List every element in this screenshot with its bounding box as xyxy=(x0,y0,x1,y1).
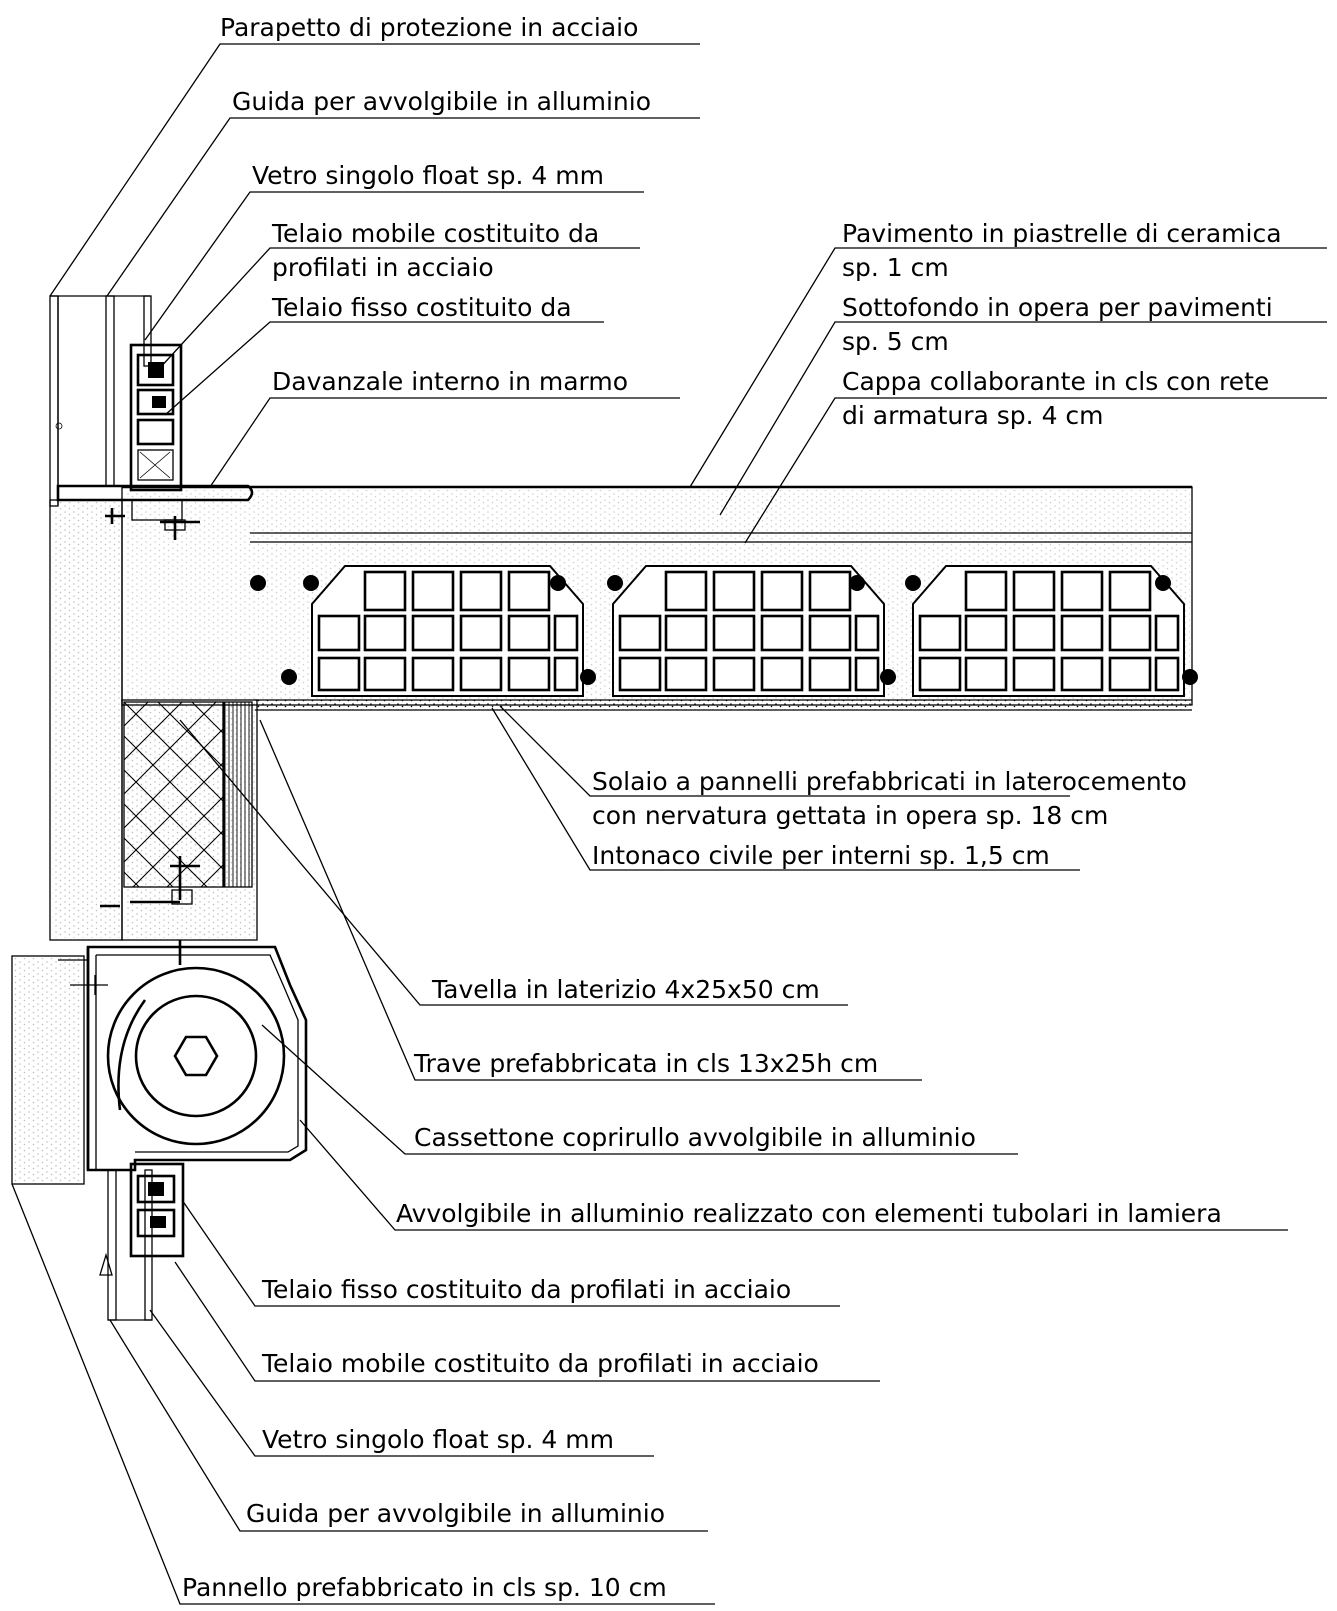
label-pavimento-1: Pavimento in piastrelle di ceramica xyxy=(842,219,1282,248)
label-vetro-top: Vetro singolo float sp. 4 mm xyxy=(252,161,604,190)
label-sottofondo-1: Sottofondo in opera per pavimenti xyxy=(842,293,1273,322)
laterocement-block-2 xyxy=(612,565,885,697)
label-pavimento-2: sp. 1 cm xyxy=(842,253,949,282)
rebars xyxy=(250,575,1198,685)
shutter-box xyxy=(11,940,308,1185)
prefab-beam xyxy=(100,699,258,941)
shutter-slats xyxy=(117,999,147,1111)
label-guida-bottom: Guida per avvolgibile in alluminio xyxy=(246,1499,665,1528)
parapet-post xyxy=(49,295,59,507)
left-wall-panel xyxy=(49,499,123,941)
label-tavella: Tavella in laterizio 4x25x50 cm xyxy=(431,975,820,1004)
label-parapetto: Parapetto di protezione in acciaio xyxy=(220,13,638,42)
label-solaio-2: con nervatura gettata in opera sp. 18 cm xyxy=(592,801,1108,830)
label-avvolgibile: Avvolgibile in alluminio realizzato con … xyxy=(396,1199,1222,1228)
label-cappa-1: Cappa collaborante in cls con rete xyxy=(842,367,1269,396)
insulation-strip xyxy=(224,702,252,887)
prefab-panel-bottom xyxy=(11,955,85,1185)
label-telaio-mobile-top-2: profilati in acciaio xyxy=(272,253,494,282)
label-cassettone: Cassettone coprirullo avvolgibile in all… xyxy=(414,1123,976,1152)
label-sottofondo-2: sp. 5 cm xyxy=(842,327,949,356)
label-trave: Trave prefabbricata in cls 13x25h cm xyxy=(413,1049,878,1078)
upper-frame-profiles xyxy=(129,343,183,492)
tavella-brick xyxy=(124,702,223,887)
label-vetro-bottom: Vetro singolo float sp. 4 mm xyxy=(262,1425,614,1454)
shutter-roll xyxy=(106,966,286,1146)
label-telaio-mobile-bottom: Telaio mobile costituito da profilati in… xyxy=(261,1349,819,1378)
beam-anchor xyxy=(100,856,200,908)
laterocement-block-1 xyxy=(311,565,584,697)
label-intonaco: Intonaco civile per interni sp. 1,5 cm xyxy=(592,841,1050,870)
label-davanzale: Davanzale interno in marmo xyxy=(272,367,628,396)
leader-lines xyxy=(11,43,1327,1605)
upper-guide-rail xyxy=(105,295,115,487)
label-telaio-fisso-bottom: Telaio fisso costituito da profilati in … xyxy=(261,1275,791,1304)
label-telaio-fisso-top: Telaio fisso costituito da xyxy=(271,293,572,322)
label-solaio-1: Solaio a pannelli prefabbricati in later… xyxy=(592,767,1187,796)
label-cappa-2: di armatura sp. 4 cm xyxy=(842,401,1104,430)
floor-slab xyxy=(121,485,1198,711)
laterocement-block-3 xyxy=(912,565,1185,697)
lower-window-assembly xyxy=(99,1162,185,1321)
parapet-screw xyxy=(55,422,63,430)
hex-shaft xyxy=(173,1035,219,1077)
label-pannello: Pannello prefabbricato in cls sp. 10 cm xyxy=(182,1573,667,1602)
annotation-labels: Parapetto di protezione in acciaio Guida… xyxy=(182,13,1282,1602)
label-guida-top: Guida per avvolgibile in alluminio xyxy=(232,87,651,116)
label-telaio-mobile-top-1: Telaio mobile costituito da xyxy=(271,219,599,248)
plaster-layer xyxy=(255,700,1192,710)
